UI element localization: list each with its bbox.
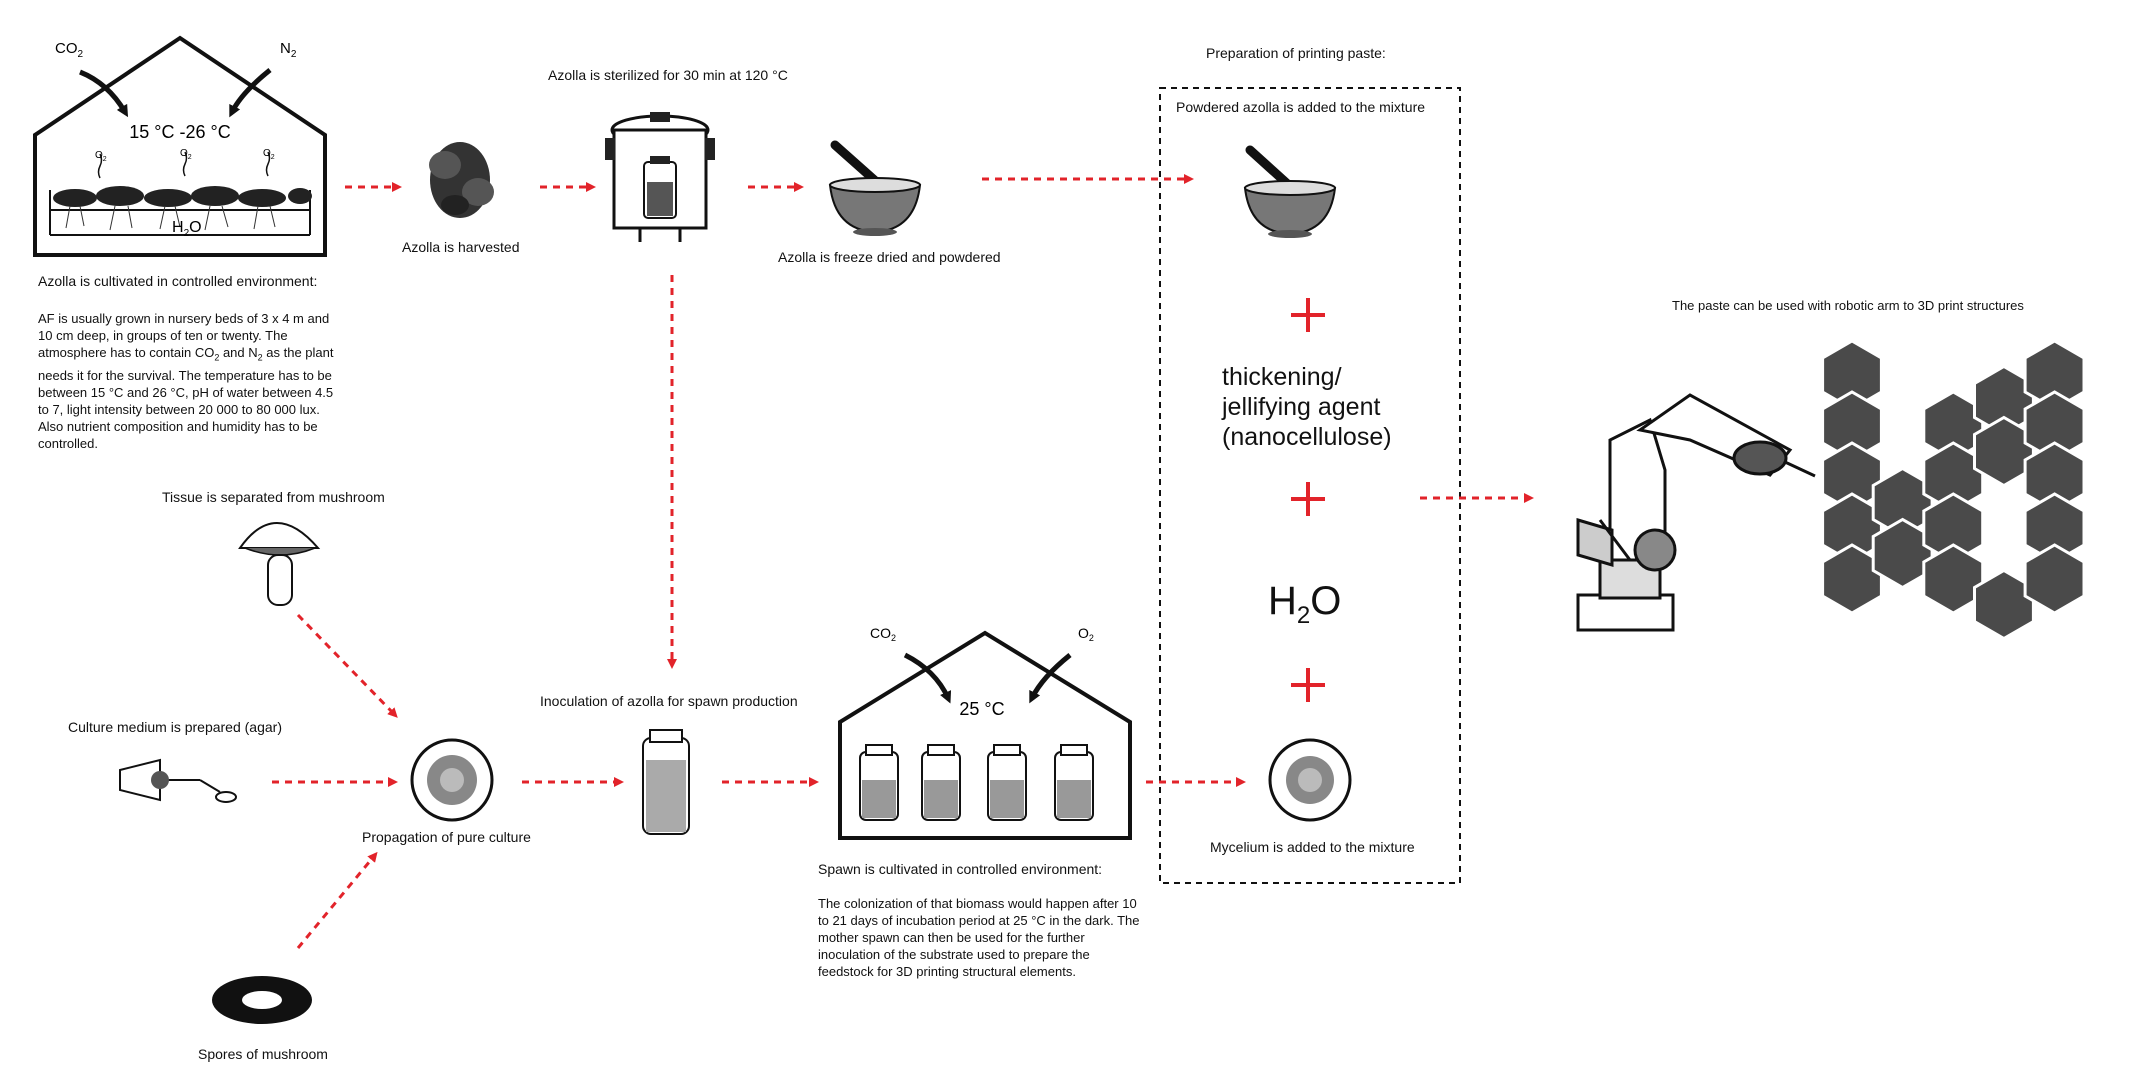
harvested-azolla-illustration [429, 142, 494, 218]
spores-label: Spores of mushroom [198, 1046, 328, 1062]
mushroom-illustration [238, 522, 321, 606]
culture-medium-label: Culture medium is prepared (agar) [68, 719, 282, 735]
hexagon-cell [1821, 543, 1883, 615]
greenhouse-2-temperature: 25 °C [959, 699, 1004, 719]
thickening-agent-label: thickening/ jellifying agent (nanocellul… [1222, 362, 1392, 452]
hexagon-cell [1821, 339, 1883, 411]
spores-illustration [212, 976, 312, 1024]
inoculation-jar-illustration [642, 729, 690, 835]
hexagon-cell [1973, 568, 2035, 641]
azolla-plants-illustration [53, 186, 312, 207]
spawn-description: The colonization of that biomass would h… [818, 896, 1140, 979]
plus-signs [1291, 298, 1325, 702]
hexagon-cell [1922, 492, 1985, 564]
spawn-greenhouse [838, 630, 1132, 840]
mortar-pestle-illustration-1 [828, 140, 922, 236]
flow-arrows [272, 174, 1534, 949]
hexagon-cell [1922, 441, 1985, 513]
spawn-jars-illustration [859, 744, 1094, 821]
propagation-label: Propagation of pure culture [362, 829, 531, 845]
azolla-sterilized-label: Azolla is sterilized for 30 min at 120 °… [548, 67, 788, 83]
hexagon-cell [2023, 492, 2086, 564]
hexagon-cell [2023, 339, 2086, 411]
hexagon-cell [2023, 543, 2086, 615]
propagation-dish-illustration [410, 738, 494, 822]
azolla-cultivated-description: AF is usually grown in nursery beds of 3… [38, 311, 334, 451]
hexagon-printed-structure [1821, 339, 2086, 641]
thickening-agent-line-1: thickening/ [1222, 363, 1342, 391]
hexagon-cell [1821, 390, 1883, 462]
thickening-agent-line-3: (nanocellulose) [1222, 423, 1392, 451]
autoclave-illustration [605, 112, 715, 242]
mycelium-added-label: Mycelium is added to the mixture [1210, 839, 1415, 855]
h2o-label-greenhouse: H2O [172, 219, 202, 239]
co2-label-1: CO2 [55, 40, 84, 60]
inoculation-label: Inoculation of azolla for spawn producti… [540, 693, 798, 709]
azolla-greenhouse [33, 35, 327, 257]
o2-label-c: O2 [263, 148, 275, 161]
thickening-agent-line-2: jellifying agent [1222, 393, 1381, 421]
o2-label-b: O2 [180, 148, 192, 161]
azolla-freeze-dried-label: Azolla is freeze dried and powdered [778, 249, 1001, 265]
mycelium-dish-illustration [1268, 738, 1352, 822]
mortar-pestle-illustration-2 [1243, 145, 1337, 238]
robot-caption: The paste can be used with robotic arm t… [1672, 298, 2024, 313]
tissue-separated-label: Tissue is separated from mushroom [162, 489, 385, 505]
greenhouse-1-temperature: 15 °C -26 °C [129, 122, 230, 142]
spawn-cultivated-title: Spawn is cultivated in controlled enviro… [818, 861, 1103, 877]
robotic-arm-illustration [1576, 393, 1816, 632]
hexagon-cell [2023, 441, 2086, 513]
arrow-tissue-to-propagation [296, 613, 398, 718]
arrow-spores-to-propagation [296, 851, 378, 949]
o2-label-a: O2 [95, 150, 107, 163]
h2o-paste-label: H2O [1268, 579, 1342, 629]
culture-medium-illustration [119, 758, 237, 803]
paste-preparation-title: Preparation of printing paste: [1206, 45, 1386, 61]
hexagon-cell [2023, 390, 2086, 462]
o2-label-2: O2 [1078, 625, 1094, 643]
azolla-harvested-label: Azolla is harvested [402, 239, 520, 255]
azolla-cultivated-title: Azolla is cultivated in controlled envir… [38, 273, 318, 289]
powdered-azolla-added-label: Powdered azolla is added to the mixture [1176, 99, 1426, 115]
co2-label-2: CO2 [870, 625, 896, 643]
paste-preparation-box [1159, 87, 1461, 884]
n2-label: N2 [280, 40, 297, 60]
